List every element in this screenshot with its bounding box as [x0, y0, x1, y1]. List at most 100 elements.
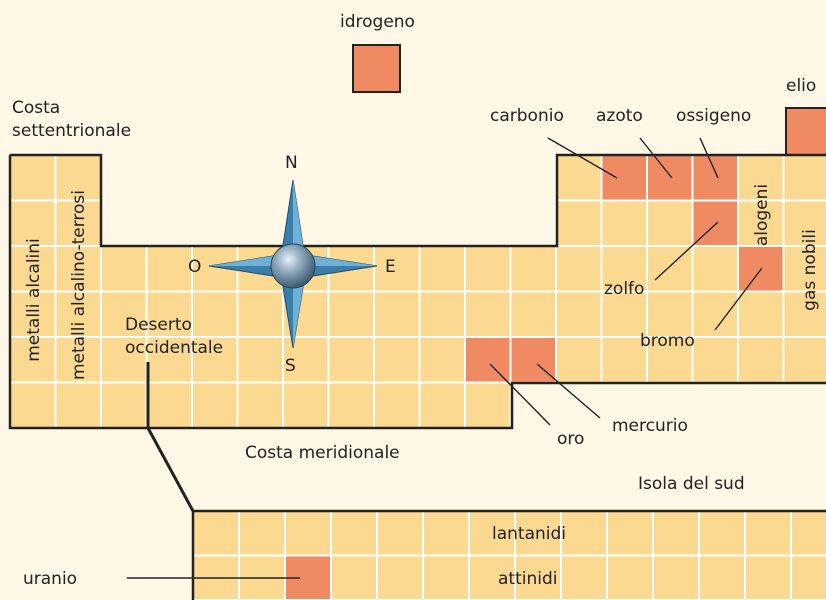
element-cell [9, 290, 57, 338]
element-cell [373, 245, 421, 293]
hydrogen-cell [352, 44, 401, 93]
desert-trail [146, 362, 195, 512]
element-cell [790, 554, 826, 600]
halogens-label: alogeni [752, 183, 772, 247]
sulfur-label: zolfo [604, 279, 645, 299]
compass-north-highlight [293, 180, 305, 258]
element-cell [327, 336, 375, 384]
sulfur-leader [654, 221, 719, 281]
west-desert-label-line2: occidentale [125, 338, 224, 358]
element-cell [646, 154, 694, 202]
element-cell [782, 290, 826, 338]
element-cell [330, 554, 378, 600]
element-cell [191, 336, 239, 384]
element-cell [509, 245, 557, 293]
compass-west-label: O [188, 257, 202, 277]
element-cell [464, 245, 512, 293]
element-cell [652, 510, 700, 557]
noble-gases-label: gas nobili [800, 229, 820, 311]
compass-sphere [270, 243, 316, 289]
element-cell [192, 510, 240, 557]
element-cell [782, 154, 826, 202]
element-cell [555, 199, 603, 247]
element-cell [652, 554, 700, 600]
element-cell [373, 290, 421, 338]
element-cell [464, 381, 512, 429]
element-cell [418, 381, 466, 429]
hydrogen-label: idrogeno [340, 12, 415, 32]
element-cell [606, 510, 654, 557]
compass-rose [208, 179, 378, 349]
element-cell [327, 290, 375, 338]
bromine-label: bromo [640, 331, 695, 351]
element-cell [282, 381, 330, 429]
north-coast-label-line1: Costa [12, 98, 61, 118]
element-cell [418, 245, 466, 293]
element-cell [373, 381, 421, 429]
alkali-metals-label: metalli alcalini [24, 238, 44, 362]
element-cell [418, 336, 466, 384]
actinides-label: attinidi [498, 569, 558, 589]
nitrogen-leader [639, 137, 673, 179]
bromine-leader [714, 267, 763, 331]
west-desert-label-line1: Deserto [125, 315, 192, 335]
element-cell [422, 510, 470, 557]
element-cell [600, 154, 648, 202]
element-cell [782, 336, 826, 384]
element-cell [330, 510, 378, 557]
element-cell [555, 290, 603, 338]
element-cell [422, 554, 470, 600]
nitrogen-label: azoto [596, 106, 643, 126]
element-cell [284, 510, 332, 557]
element-cell [9, 154, 57, 202]
element-cell [646, 245, 694, 293]
element-cell [555, 154, 603, 202]
element-cell [555, 336, 603, 384]
element-cell [744, 554, 792, 600]
element-cell [236, 336, 284, 384]
element-cell [555, 245, 603, 293]
north-coast-label-line2: settentrionale [12, 121, 132, 141]
element-cell [646, 199, 694, 247]
uranium-label: uranio [23, 569, 78, 589]
element-cell [238, 510, 286, 557]
helium-label: elio [786, 76, 817, 96]
element-cell [327, 381, 375, 429]
south-island-label: Isola del sud [638, 474, 745, 494]
alkaline-earth-metals-label: metalli alcalino-terrosi [69, 189, 89, 381]
mercury-label: mercurio [612, 416, 688, 436]
element-cell [790, 510, 826, 557]
element-cell [782, 245, 826, 293]
element-cell [145, 336, 193, 384]
element-cell [509, 290, 557, 338]
element-cell [737, 336, 785, 384]
compass-south-label: S [285, 356, 296, 376]
element-cell [600, 199, 648, 247]
main-table-cells [9, 154, 826, 429]
mercury-leader [536, 363, 601, 419]
carbon-leader [547, 137, 618, 179]
element-cell [782, 199, 826, 247]
element-cell [236, 381, 284, 429]
main-table-outline [8, 153, 826, 430]
element-cell [373, 336, 421, 384]
oxygen-label: ossigeno [676, 106, 752, 126]
element-cell [698, 554, 746, 600]
element-cell [698, 510, 746, 557]
element-cell [468, 510, 516, 557]
leader-lines [127, 137, 763, 579]
helium-cell [785, 107, 826, 156]
oxygen-leader [699, 137, 719, 179]
compass-west-highlight [209, 254, 286, 266]
element-cell [691, 336, 739, 384]
element-cell [376, 554, 424, 600]
element-cell [100, 381, 148, 429]
compass-north-label: N [285, 153, 298, 173]
element-cell [737, 290, 785, 338]
element-cell [100, 245, 148, 293]
gold-leader [489, 363, 551, 426]
compass-south-highlight [293, 275, 305, 348]
element-cell [464, 290, 512, 338]
